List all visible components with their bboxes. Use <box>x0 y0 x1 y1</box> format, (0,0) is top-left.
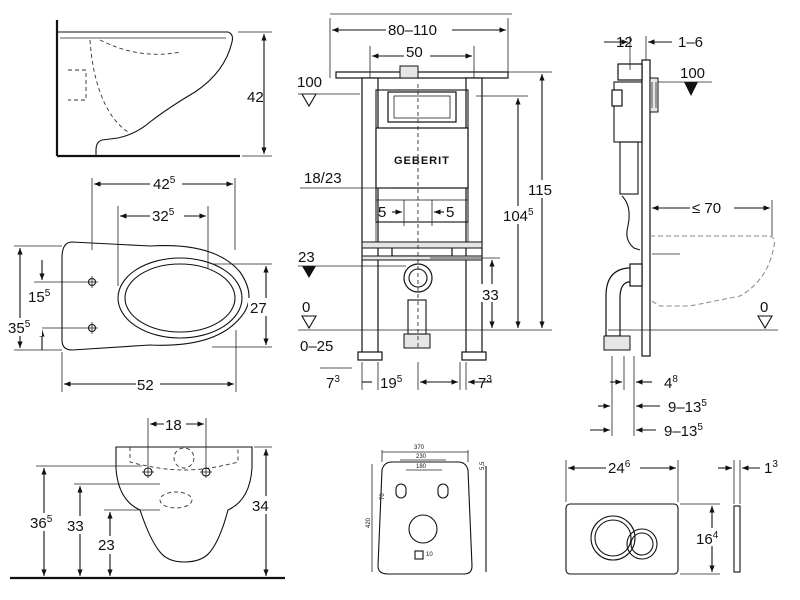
dim-side-bottom: 48 9–135 9–135 <box>590 356 707 440</box>
brand-logo-text: GEBERIT <box>394 155 450 167</box>
level-side-0: 0 <box>757 299 773 330</box>
label-frame-height-104: 1045 <box>503 207 534 225</box>
label-flush-thickness: 13 <box>764 459 778 477</box>
label-frame-height-115: 115 <box>528 182 552 199</box>
dim-frame-opening: 18/23 <box>300 170 394 189</box>
label-top-total-height: 355 <box>8 319 31 337</box>
label-front-height-total: 365 <box>30 514 53 532</box>
dim-top-length: 52 <box>61 330 237 394</box>
label-top-width-inner: 325 <box>152 207 175 225</box>
label-frame-opening: 18/23 <box>304 170 342 187</box>
toilet-top-view: 425 325 52 155 355 <box>8 172 274 394</box>
level-side-100: 100 <box>658 65 712 96</box>
label-frame-bottom-7-left: 73 <box>326 374 340 392</box>
dim-top-total-height: 355 <box>8 245 62 351</box>
label-plate-width-180: 180 <box>416 464 427 470</box>
dim-frame-offset-5: 5 5 <box>378 200 454 226</box>
label-top-width-outer: 425 <box>153 175 176 193</box>
dim-frame-height-104: 1045 <box>476 95 540 328</box>
label-side-depth-range: 1–6 <box>678 34 703 51</box>
dim-front-height-total: 365 <box>28 465 142 576</box>
label-frame-level-100: 100 <box>297 74 322 91</box>
label-frame-width-range: 80–110 <box>388 22 437 39</box>
label-side-level-0: 0 <box>760 299 768 316</box>
label-frame-offset-5-right: 5 <box>446 204 454 221</box>
dim-top-hole-offset: 155 <box>28 260 86 350</box>
dim-frame-width-range: 80–110 <box>329 18 509 78</box>
label-frame-level-23: 23 <box>298 249 315 266</box>
label-plate-dim-10: 10 <box>426 552 433 558</box>
label-front-height-34: 34 <box>252 498 269 515</box>
label-top-hole-offset: 155 <box>28 288 51 306</box>
label-frame-bottom-19: 195 <box>380 374 403 392</box>
dim-front-hole-spacing: 18 <box>147 416 207 466</box>
mount-holes <box>86 276 98 334</box>
label-side-level-100: 100 <box>680 65 705 82</box>
label-top-bowl-height: 27 <box>250 300 267 317</box>
label-front-hole-spacing: 18 <box>165 417 182 434</box>
dim-flush-height: 164 <box>680 503 724 575</box>
label-plate-dim-70: 70 <box>380 493 386 500</box>
dim-front-height-23: 23 <box>96 509 160 576</box>
toilet-side-view: 42 <box>55 20 272 158</box>
label-front-height-33: 33 <box>67 518 84 535</box>
level-frame-100: 100 <box>297 74 360 108</box>
label-plate-width-370: 370 <box>414 445 425 451</box>
dim-side-reach: ≤ 70 <box>652 198 773 236</box>
level-frame-0: 0 <box>298 299 552 331</box>
label-frame-level-0: 0 <box>302 299 310 316</box>
label-frame-bottom-7-right: 73 <box>478 374 492 392</box>
label-plate-width-230: 230 <box>416 454 427 460</box>
label-frame-width-50: 50 <box>406 44 423 61</box>
dim-flush-thickness: 13 <box>718 459 778 504</box>
label-frame-height-33: 33 <box>482 287 499 304</box>
dim-frame-height-33: 33 <box>430 257 506 328</box>
frame-front-view: GEBERIT 80–110 50 100 <box>297 13 558 392</box>
toilet-front-view: 18 365 33 23 34 <box>10 416 285 580</box>
dim-frame-bottom: 73 195 73 <box>320 362 492 392</box>
label-side-reach: ≤ 70 <box>692 200 721 217</box>
label-side-range-2: 9–135 <box>664 422 703 440</box>
label-flush-width: 246 <box>608 459 631 477</box>
label-frame-offset-5-left: 5 <box>378 204 386 221</box>
label-side-depth-4: 48 <box>664 374 678 392</box>
dim-front-height-34: 34 <box>250 446 276 576</box>
label-top-length: 52 <box>137 377 154 394</box>
dim-side-depth-top: 12 1–6 <box>604 34 703 70</box>
label-plate-height-420: 420 <box>366 517 372 528</box>
dim-top-bowl-height: 27 <box>212 263 274 348</box>
dim-front-height-33: 33 <box>66 483 160 576</box>
label-side-height: 42 <box>247 89 264 106</box>
label-side-depth-12: 12 <box>616 34 633 51</box>
dim-frame-width-50: 50 <box>369 42 475 78</box>
dim-side-height: 42 <box>238 31 272 157</box>
dim-top-width-outer: 425 <box>91 172 236 250</box>
label-side-range-1: 9–135 <box>668 398 707 416</box>
dim-frame-height-115: 115 <box>508 71 558 328</box>
label-flush-height: 164 <box>696 530 719 548</box>
label-plate-dim-5-5: 5,5 <box>480 461 486 470</box>
dim-top-width-inner: 325 <box>117 204 209 286</box>
level-frame-23: 23 <box>298 249 406 278</box>
dim-flush-width: 246 <box>565 458 679 502</box>
label-frame-level-range: 0–25 <box>300 338 333 355</box>
front-mount-holes <box>142 466 212 478</box>
flush-plate: 246 164 13 <box>565 458 778 575</box>
mounting-plate: 370 230 180 420 5,5 70 10 <box>366 445 487 575</box>
frame-side-view: 12 1–6 100 ≤ 70 0 48 9–135 <box>590 34 778 440</box>
label-front-height-23: 23 <box>98 537 115 554</box>
